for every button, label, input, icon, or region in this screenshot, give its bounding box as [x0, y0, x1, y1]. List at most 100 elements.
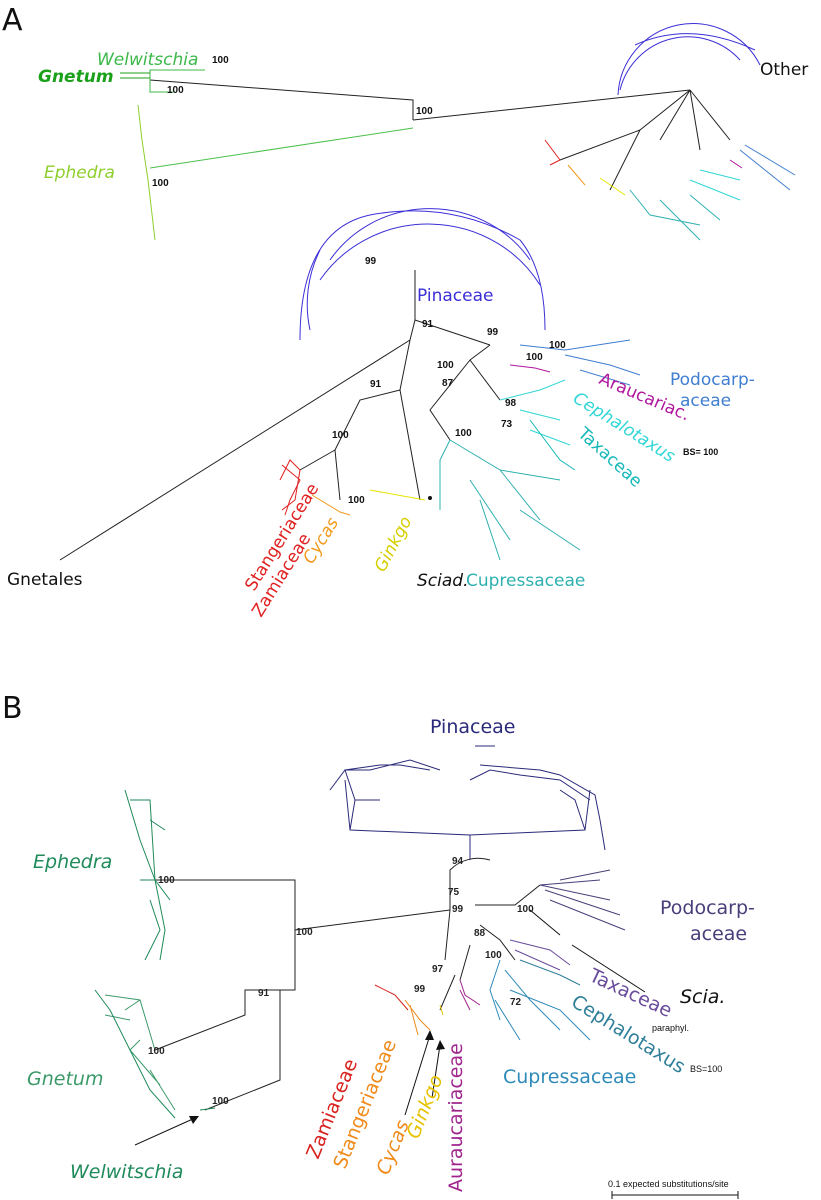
label-b-ginkgo: Ginkgo: [402, 1072, 447, 1142]
podocarp-clade: [519, 339, 641, 386]
ephedra-tips-b: [124, 789, 166, 961]
bs-a-17: 100: [348, 495, 365, 506]
bs-b-9: 88: [474, 928, 486, 939]
bs-a-14: 91: [370, 379, 382, 390]
label-b-gnetum: Gnetum: [27, 1068, 103, 1090]
panel-a: A Welwitschia Gnetum Ephedra 100 100 100…: [2, 3, 808, 621]
label-b-podocarp-2: aceae: [690, 923, 747, 945]
bs-b-11: 100: [485, 950, 502, 961]
bs-a-1: 100: [212, 55, 229, 66]
zamiaceae-tips: [281, 464, 301, 516]
bs-a-11: 87: [442, 378, 454, 389]
taxaceae-clade: [529, 419, 576, 471]
inset-ephedra-branch: [149, 127, 414, 169]
pointer-arrows-b: [404, 909, 646, 1116]
welwitschia-tips-b: [199, 1107, 216, 1111]
panel-b-letter: B: [2, 691, 23, 726]
araucaria-clade: [509, 364, 551, 373]
bs-b-14: 99: [414, 984, 426, 995]
label-a-gnetales: Gnetales: [7, 570, 83, 590]
mini-cupress: [629, 189, 721, 241]
scale-bar: 0.1 expected substitutions/site: [608, 1179, 739, 1199]
cephalotaxus-clade: [499, 379, 571, 446]
cephalotaxus-clade-b: [519, 959, 581, 986]
panel-a-gnetales-inset: Welwitschia Gnetum Ephedra 100 100 100 1…: [38, 50, 691, 241]
mini-pinaceae-arc: [617, 23, 761, 96]
label-b-welwitschia: Welwitschia: [70, 1161, 183, 1183]
bs-b-4: 100: [148, 1046, 165, 1057]
pointer-arrowheads-b: [425, 1030, 445, 1050]
label-a-pinaceae: Pinaceae: [417, 286, 493, 306]
inset-ephedra-clade: [137, 104, 156, 241]
bs-b-3: 91: [258, 988, 270, 999]
bs-a-4: 100: [152, 178, 169, 189]
bs-a-12: 98: [505, 398, 517, 409]
pinaceae-tips-b: [329, 764, 606, 851]
bs-a-16: 100: [332, 430, 349, 441]
bs-b-12: 72: [510, 997, 522, 1008]
zamiaceae-clade: [279, 459, 301, 511]
label-a-bs-note: BS= 100: [683, 447, 718, 457]
bs-a-8: 100: [549, 340, 566, 351]
bs-a-13: 73: [501, 419, 513, 430]
label-a-ginkgo: Ginkgo: [371, 513, 417, 575]
inset-gnetum-branch: [120, 72, 150, 79]
pinaceae-frame-b: [344, 779, 591, 860]
backbone-b-mid: [439, 884, 541, 1011]
panel-a-main-tree: 99 91 99 100 100 100 87 98 73 91 100 100…: [7, 208, 755, 621]
label-b-podocarp-1: Podocarp-: [660, 897, 755, 919]
cupressaceae-clade: [439, 439, 581, 561]
ginkgo-tips: [369, 489, 426, 501]
label-a-other: Other: [760, 60, 808, 80]
inset-other-branch: [412, 89, 691, 121]
label-b-pinaceae: Pinaceae: [430, 716, 515, 738]
label-a-ephedra: Ephedra: [44, 163, 115, 183]
label-b-scia: Scia.: [680, 986, 725, 1008]
mini-cycas: [567, 164, 586, 186]
bs-b-1: 100: [158, 875, 175, 886]
label-a-gnetum: Gnetum: [38, 67, 114, 87]
scale-bar-line: [611, 1191, 739, 1199]
mini-pinaceae-tips: [634, 33, 756, 51]
bs-a-9: 100: [526, 352, 543, 363]
bs-b-13: 97: [432, 964, 444, 975]
label-b-cupressaceae: Cupressaceae: [503, 1066, 636, 1088]
bs-a-15: 100: [455, 428, 472, 439]
label-a-welwitschia: Welwitschia: [97, 50, 198, 70]
mini-cephalo: [689, 169, 741, 201]
label-b-ephedra: Ephedra: [33, 851, 112, 873]
label-b-paraphyl: paraphyl.: [652, 1023, 689, 1033]
backbone-b: [444, 857, 491, 961]
bs-a-3: 100: [416, 106, 433, 117]
ephedra-clade-b: [130, 799, 171, 961]
gnetum-tips-b: [94, 989, 176, 1119]
backbone-mid: [299, 344, 501, 501]
stangeria-cycas-clade-b: [404, 999, 431, 1036]
inset-root-branch: [149, 79, 414, 120]
auraucaria-clade-b: [459, 979, 481, 1011]
panel-a-other-mini-tree: Other: [544, 23, 808, 241]
gnetales-root-branch: [294, 909, 451, 931]
label-a-sciad: Sciad.: [417, 571, 468, 591]
bs-a-2: 100: [167, 85, 184, 96]
label-b-auraucariaceae: Auraucariaceae: [445, 1043, 467, 1192]
bs-a-7: 99: [487, 327, 499, 338]
mini-podocarp: [739, 144, 796, 191]
bs-b-5: 100: [212, 1096, 229, 1107]
cupressaceae-clade-b: [489, 959, 591, 1041]
pinaceae-tips: [299, 210, 546, 341]
panel-b-gnetales: Ephedra Gnetum Welwitschia 100 100 91 10…: [27, 789, 451, 1183]
bs-b-6: 94: [452, 856, 464, 867]
zamiaceae-clade-b: [374, 984, 409, 1011]
label-a-podocarp-2: aceae: [680, 391, 731, 411]
mini-zamia: [544, 139, 561, 166]
sciadopitys-tip: [428, 496, 432, 500]
label-a-cupressaceae: Cupressaceae: [466, 571, 585, 591]
welwitschia-arrowhead: [189, 1116, 199, 1124]
panel-a-letter: A: [2, 3, 23, 38]
inset-welw-branch: [149, 69, 205, 93]
label-a-podocarp-1: Podocarp-: [670, 370, 755, 390]
taxaceae-clade-b: [509, 939, 571, 971]
pinaceae-branches-b: [344, 759, 591, 801]
